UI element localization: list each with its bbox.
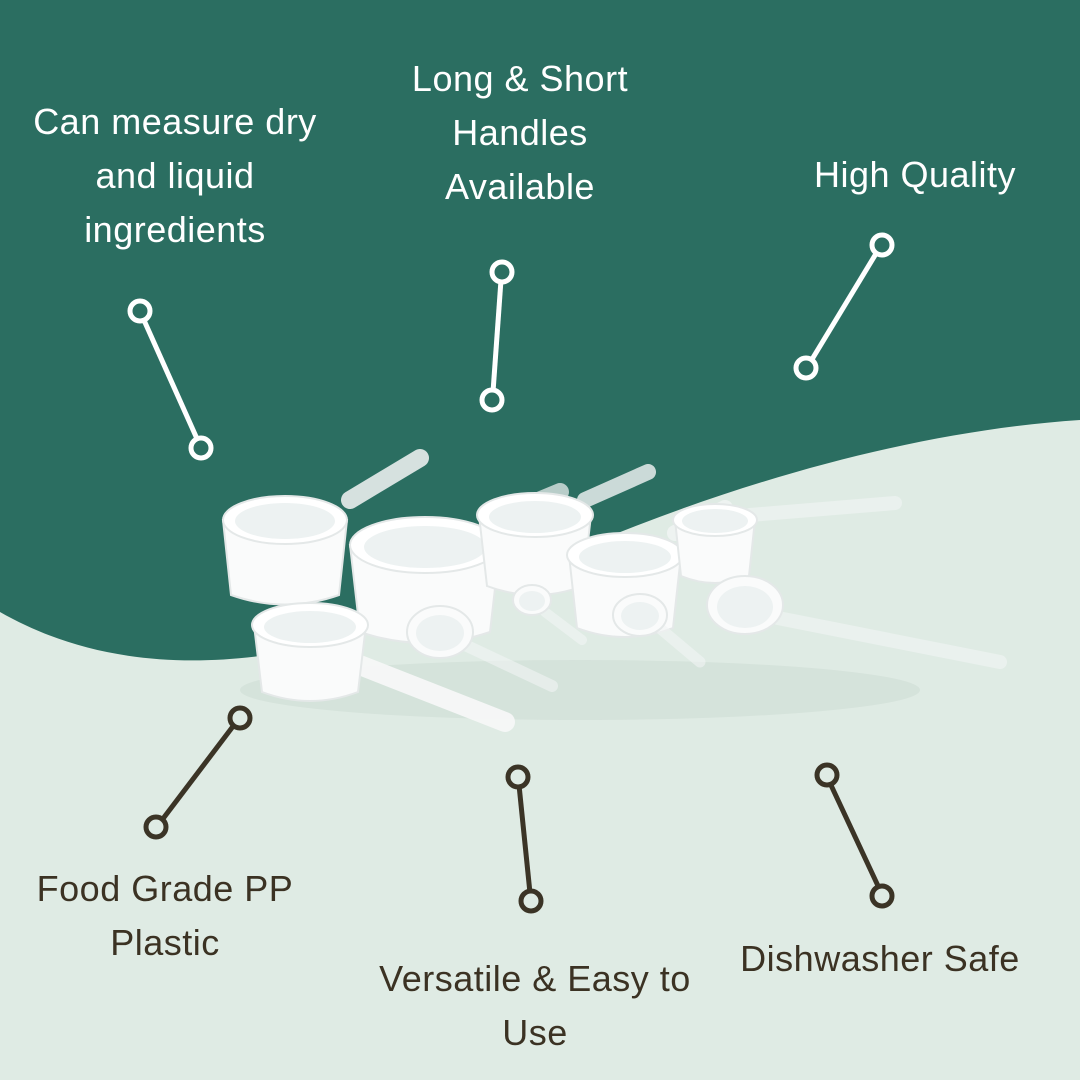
measuring-scoop bbox=[221, 449, 429, 606]
connector-handles bbox=[479, 259, 515, 413]
connector-measure bbox=[127, 298, 214, 461]
measuring-spoon bbox=[406, 605, 558, 692]
callout-foodgrade-label: Food Grade PP Plastic bbox=[36, 868, 294, 963]
measuring-scoop bbox=[672, 496, 902, 584]
measuring-spoon bbox=[706, 575, 1007, 669]
connector-foodgrade bbox=[143, 705, 253, 840]
measuring-spoon bbox=[512, 584, 587, 645]
connector-versatile bbox=[505, 764, 544, 914]
callout-measure-label: Can measure dry and liquid ingredients bbox=[33, 101, 317, 250]
connector-dishwasher bbox=[814, 762, 895, 909]
callout-quality-label: High Quality bbox=[813, 154, 1017, 195]
callout-dishwasher-label: Dishwasher Safe bbox=[740, 938, 1020, 979]
callout-versatile-label: Versatile & Easy to Use bbox=[379, 958, 691, 1053]
measuring-spoon bbox=[612, 593, 706, 668]
connector-quality bbox=[793, 232, 895, 381]
callout-handles-label: Long & Short Handles Available bbox=[411, 58, 629, 207]
measuring-scoop bbox=[251, 602, 515, 732]
